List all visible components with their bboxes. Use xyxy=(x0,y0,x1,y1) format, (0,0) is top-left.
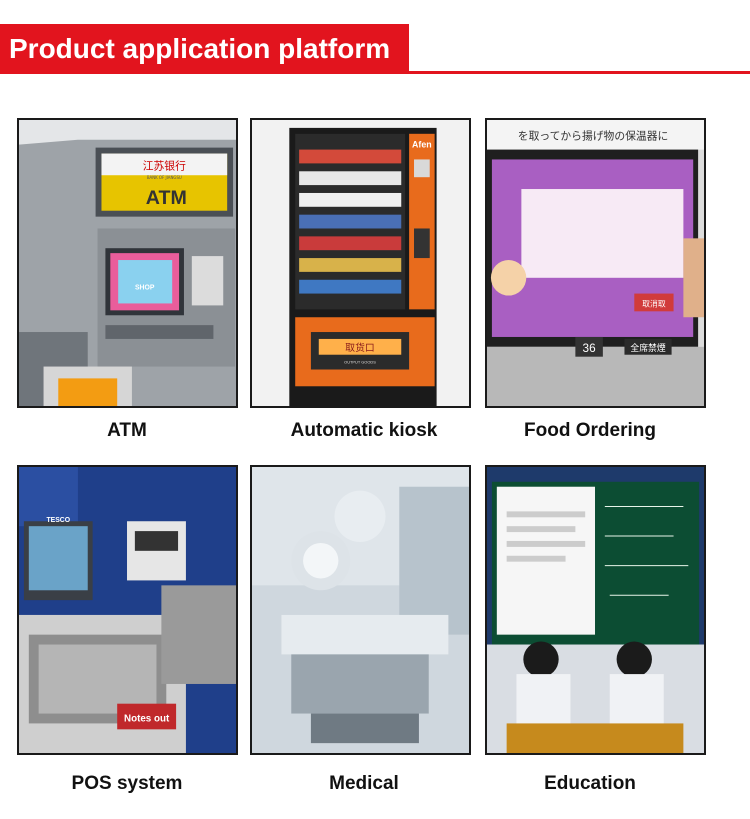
medical-image xyxy=(250,465,471,755)
bank-name-text: 江苏银行 xyxy=(143,158,186,172)
page-title: Product application platform xyxy=(9,33,391,64)
pos-system-image: TESCO Notes out xyxy=(17,465,238,755)
automatic-kiosk-image: Afen 取货口 OUTPUT GOODS xyxy=(250,118,471,408)
title-banner: Product application platform xyxy=(0,24,409,74)
caption-education: Education xyxy=(544,773,636,794)
shop-sign-text: SHOP xyxy=(135,285,155,292)
atm-sign-text: ATM xyxy=(146,187,187,209)
slot-label-text: 取货口 xyxy=(345,341,374,354)
no-smoking-sign-text: 全席禁煙 xyxy=(630,342,665,354)
store-sign-text: TESCO xyxy=(46,517,70,524)
slot-subtitle-text: OUTPUT GOODS xyxy=(344,360,376,365)
food-ordering-image: を取ってから揚げ物の保温器に 取消取 36 全席禁煙 xyxy=(485,118,706,408)
order-button-text: 取消取 xyxy=(642,298,666,308)
caption-pos-system: POS system xyxy=(71,773,183,794)
caption-medical: Medical xyxy=(329,773,399,794)
education-image xyxy=(485,465,706,755)
banner-sign-text: を取ってから揚げ物の保温器に xyxy=(518,129,669,143)
caption-automatic-kiosk: Automatic kiosk xyxy=(290,420,438,441)
brand-text: Afen xyxy=(412,140,432,150)
notes-sign-text: Notes out xyxy=(124,713,170,724)
atm-image: 江苏银行 BANK OF JIANGSU ATM SHOP xyxy=(17,118,238,408)
caption-food-ordering: Food Ordering xyxy=(524,420,656,441)
product-shelves xyxy=(299,149,402,294)
seat-number-text: 36 xyxy=(583,341,597,355)
title-underline xyxy=(405,71,750,74)
bank-subtitle-text: BANK OF JIANGSU xyxy=(147,175,182,180)
caption-atm: ATM xyxy=(107,420,147,441)
